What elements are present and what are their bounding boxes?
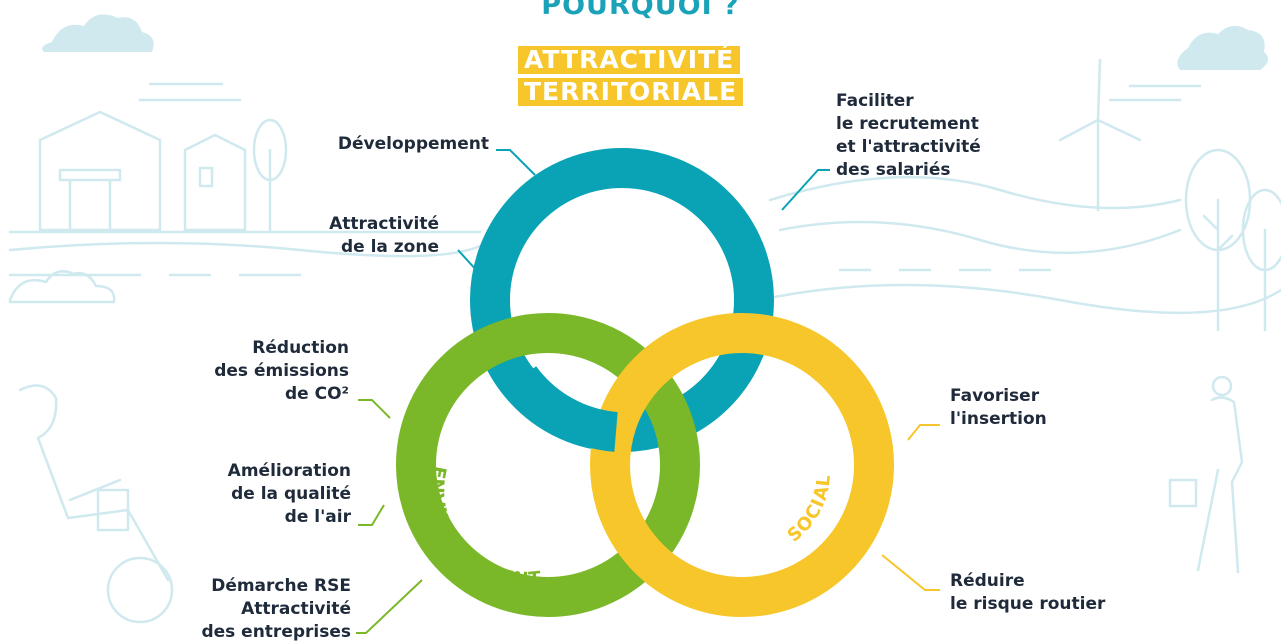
ring-economie-emploi-overlap [503,365,619,452]
label-attractivite-zone: Attractivité de la zone [329,214,439,257]
windmill-icon [1058,58,1142,212]
label-faciliter-recrutement: Faciliter le recrutement et l'attractivi… [836,91,981,180]
person-icon [1211,375,1233,397]
label-demarche-rse: Démarche RSE Attractivité des entreprise… [201,576,351,642]
label-amelioration-air: Amélioration de la qualité de l'air [227,461,351,527]
page-title: POURQUOI ? [541,0,740,21]
house-icon [38,110,162,232]
leader-amelioration [358,504,385,526]
label-developpement: Développement [337,134,489,154]
leader-lines [356,149,940,634]
leader-favoriser [907,424,940,441]
badge-line-1: ATTRACTIVITÉ [518,46,741,74]
label-reduction-emissions: Réduction des émissions de CO² [214,338,349,404]
ring-environnement [396,313,700,617]
cloud-icon [1177,25,1269,70]
ring-label-economie: ÉCONOMIE & EMPLOI [531,208,716,297]
label-reduire-risque: Réduire le risque routier [950,571,1106,614]
badge-line-2: TERRITORIALE [518,78,744,106]
leader-reduction [358,399,391,419]
tree-icon [1241,188,1281,272]
cloud-icon [42,14,154,52]
leader-demarche [356,579,423,634]
ring-social [590,313,894,617]
leader-faciliter [781,169,830,211]
house-icon [183,133,247,232]
bicycle-icon [106,556,174,624]
leader-reduire [881,554,940,591]
leader-developpement [496,149,536,176]
ring-label-social: SOCIAL [783,473,835,547]
background-illustration [8,14,1281,624]
label-favoriser-insertion: Favoriser l'insertion [950,386,1047,429]
